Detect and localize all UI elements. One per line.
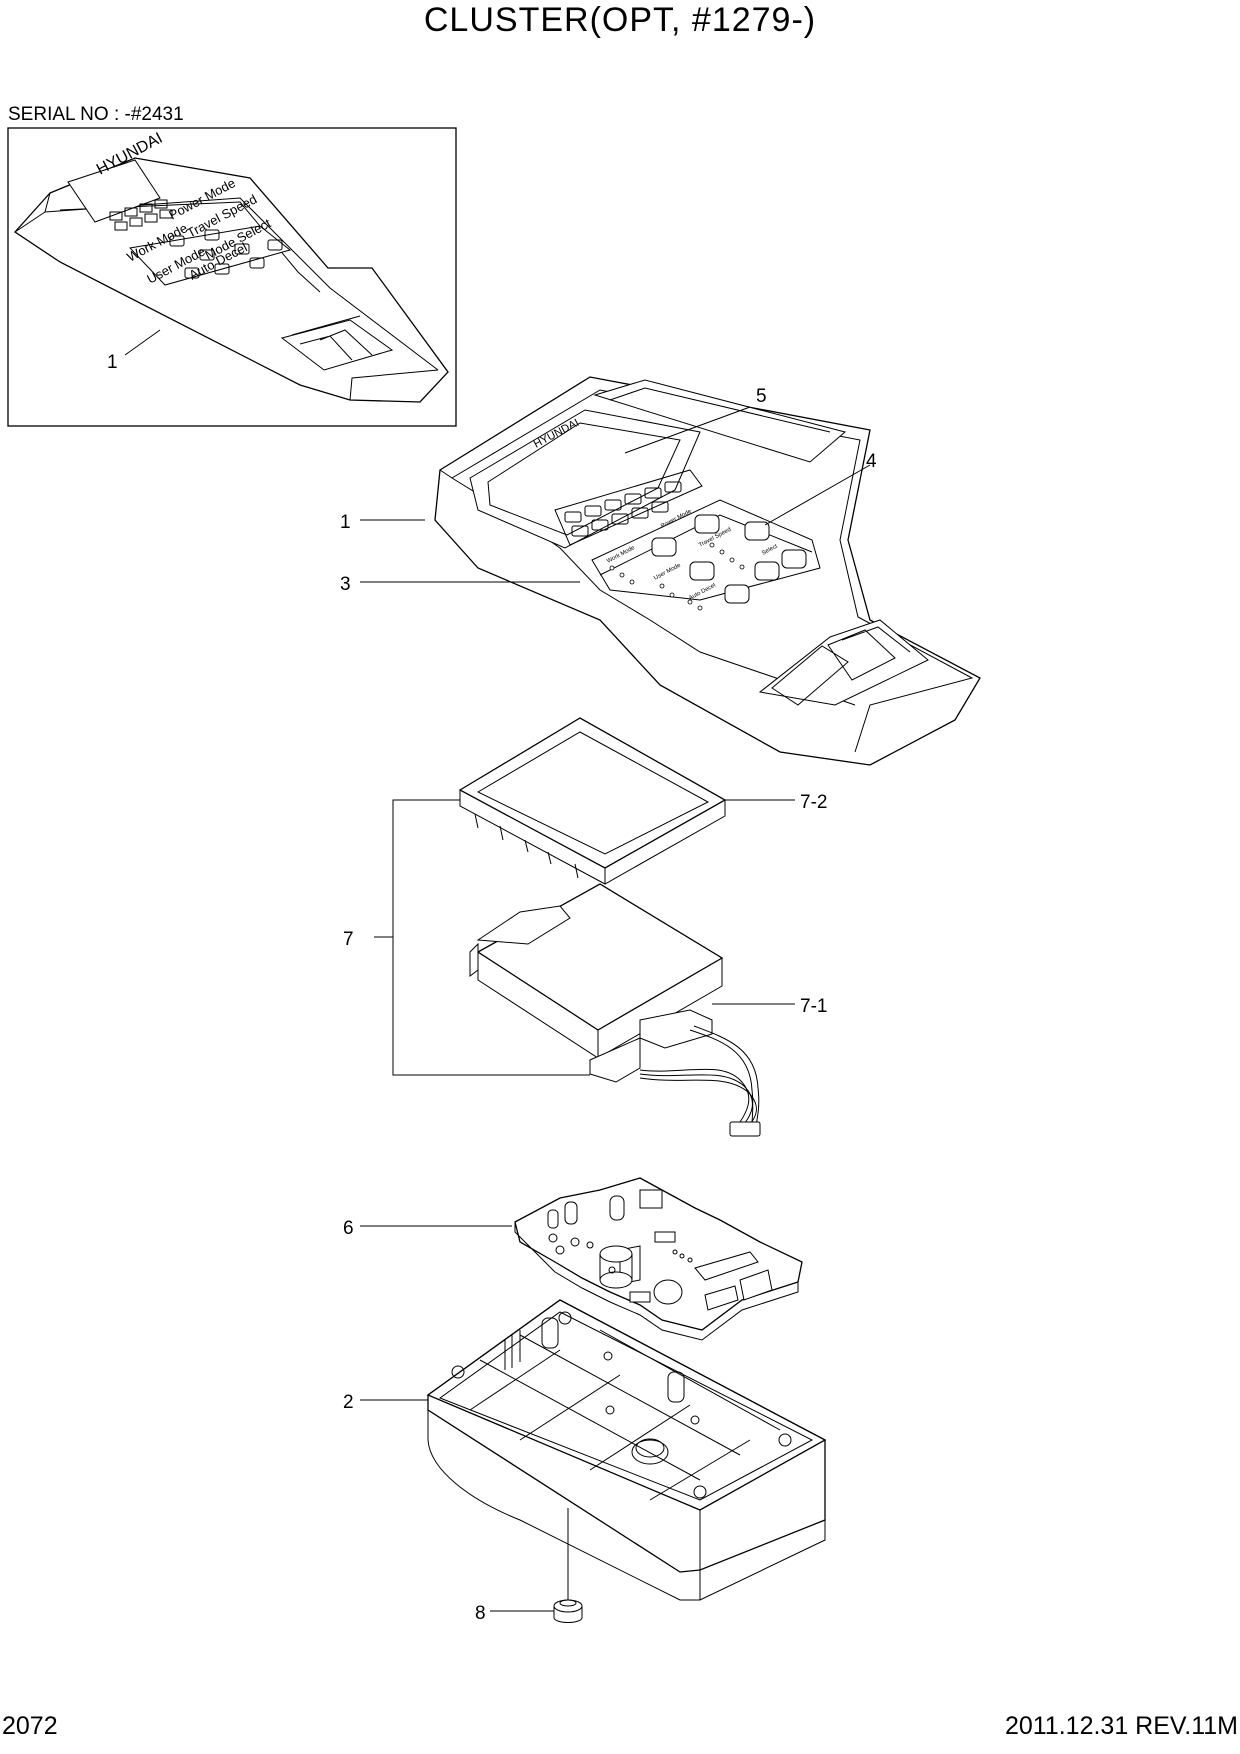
callout-8: 8	[475, 1603, 486, 1624]
inset-callout-leader	[124, 329, 161, 356]
lcd-module-part-7-1	[469, 883, 761, 1137]
callout-7: 7	[343, 929, 354, 950]
callout-1: 1	[340, 512, 351, 533]
page-title: CLUSTER(OPT, #1279-)	[423, 1, 817, 39]
pcb-board-part-6	[514, 1177, 803, 1341]
inset-cluster-housing	[14, 157, 449, 403]
revision-date: 2011.12.31 REV.11M	[1004, 1712, 1238, 1740]
callout-2: 2	[343, 1392, 354, 1413]
callout-7-2: 7-2	[800, 792, 827, 813]
callout-leaders	[360, 406, 871, 1612]
page-number: 2072	[2, 1712, 58, 1740]
callout-7-1: 7-1	[800, 996, 827, 1017]
lens-cover-part-7-2	[458, 717, 727, 885]
callout-3: 3	[340, 574, 351, 595]
callout-4: 4	[866, 451, 877, 472]
serial-number-label: SERIAL NO : -#2431	[8, 104, 184, 125]
rubber-foot-part-8	[553, 1599, 583, 1623]
callout-6: 6	[343, 1218, 354, 1239]
inset-frame	[7, 127, 457, 427]
inset-callout-1: 1	[107, 352, 118, 373]
callout-5: 5	[756, 386, 767, 407]
cluster-housing-part-1	[434, 376, 981, 766]
rear-case-part-2	[426, 1299, 827, 1601]
